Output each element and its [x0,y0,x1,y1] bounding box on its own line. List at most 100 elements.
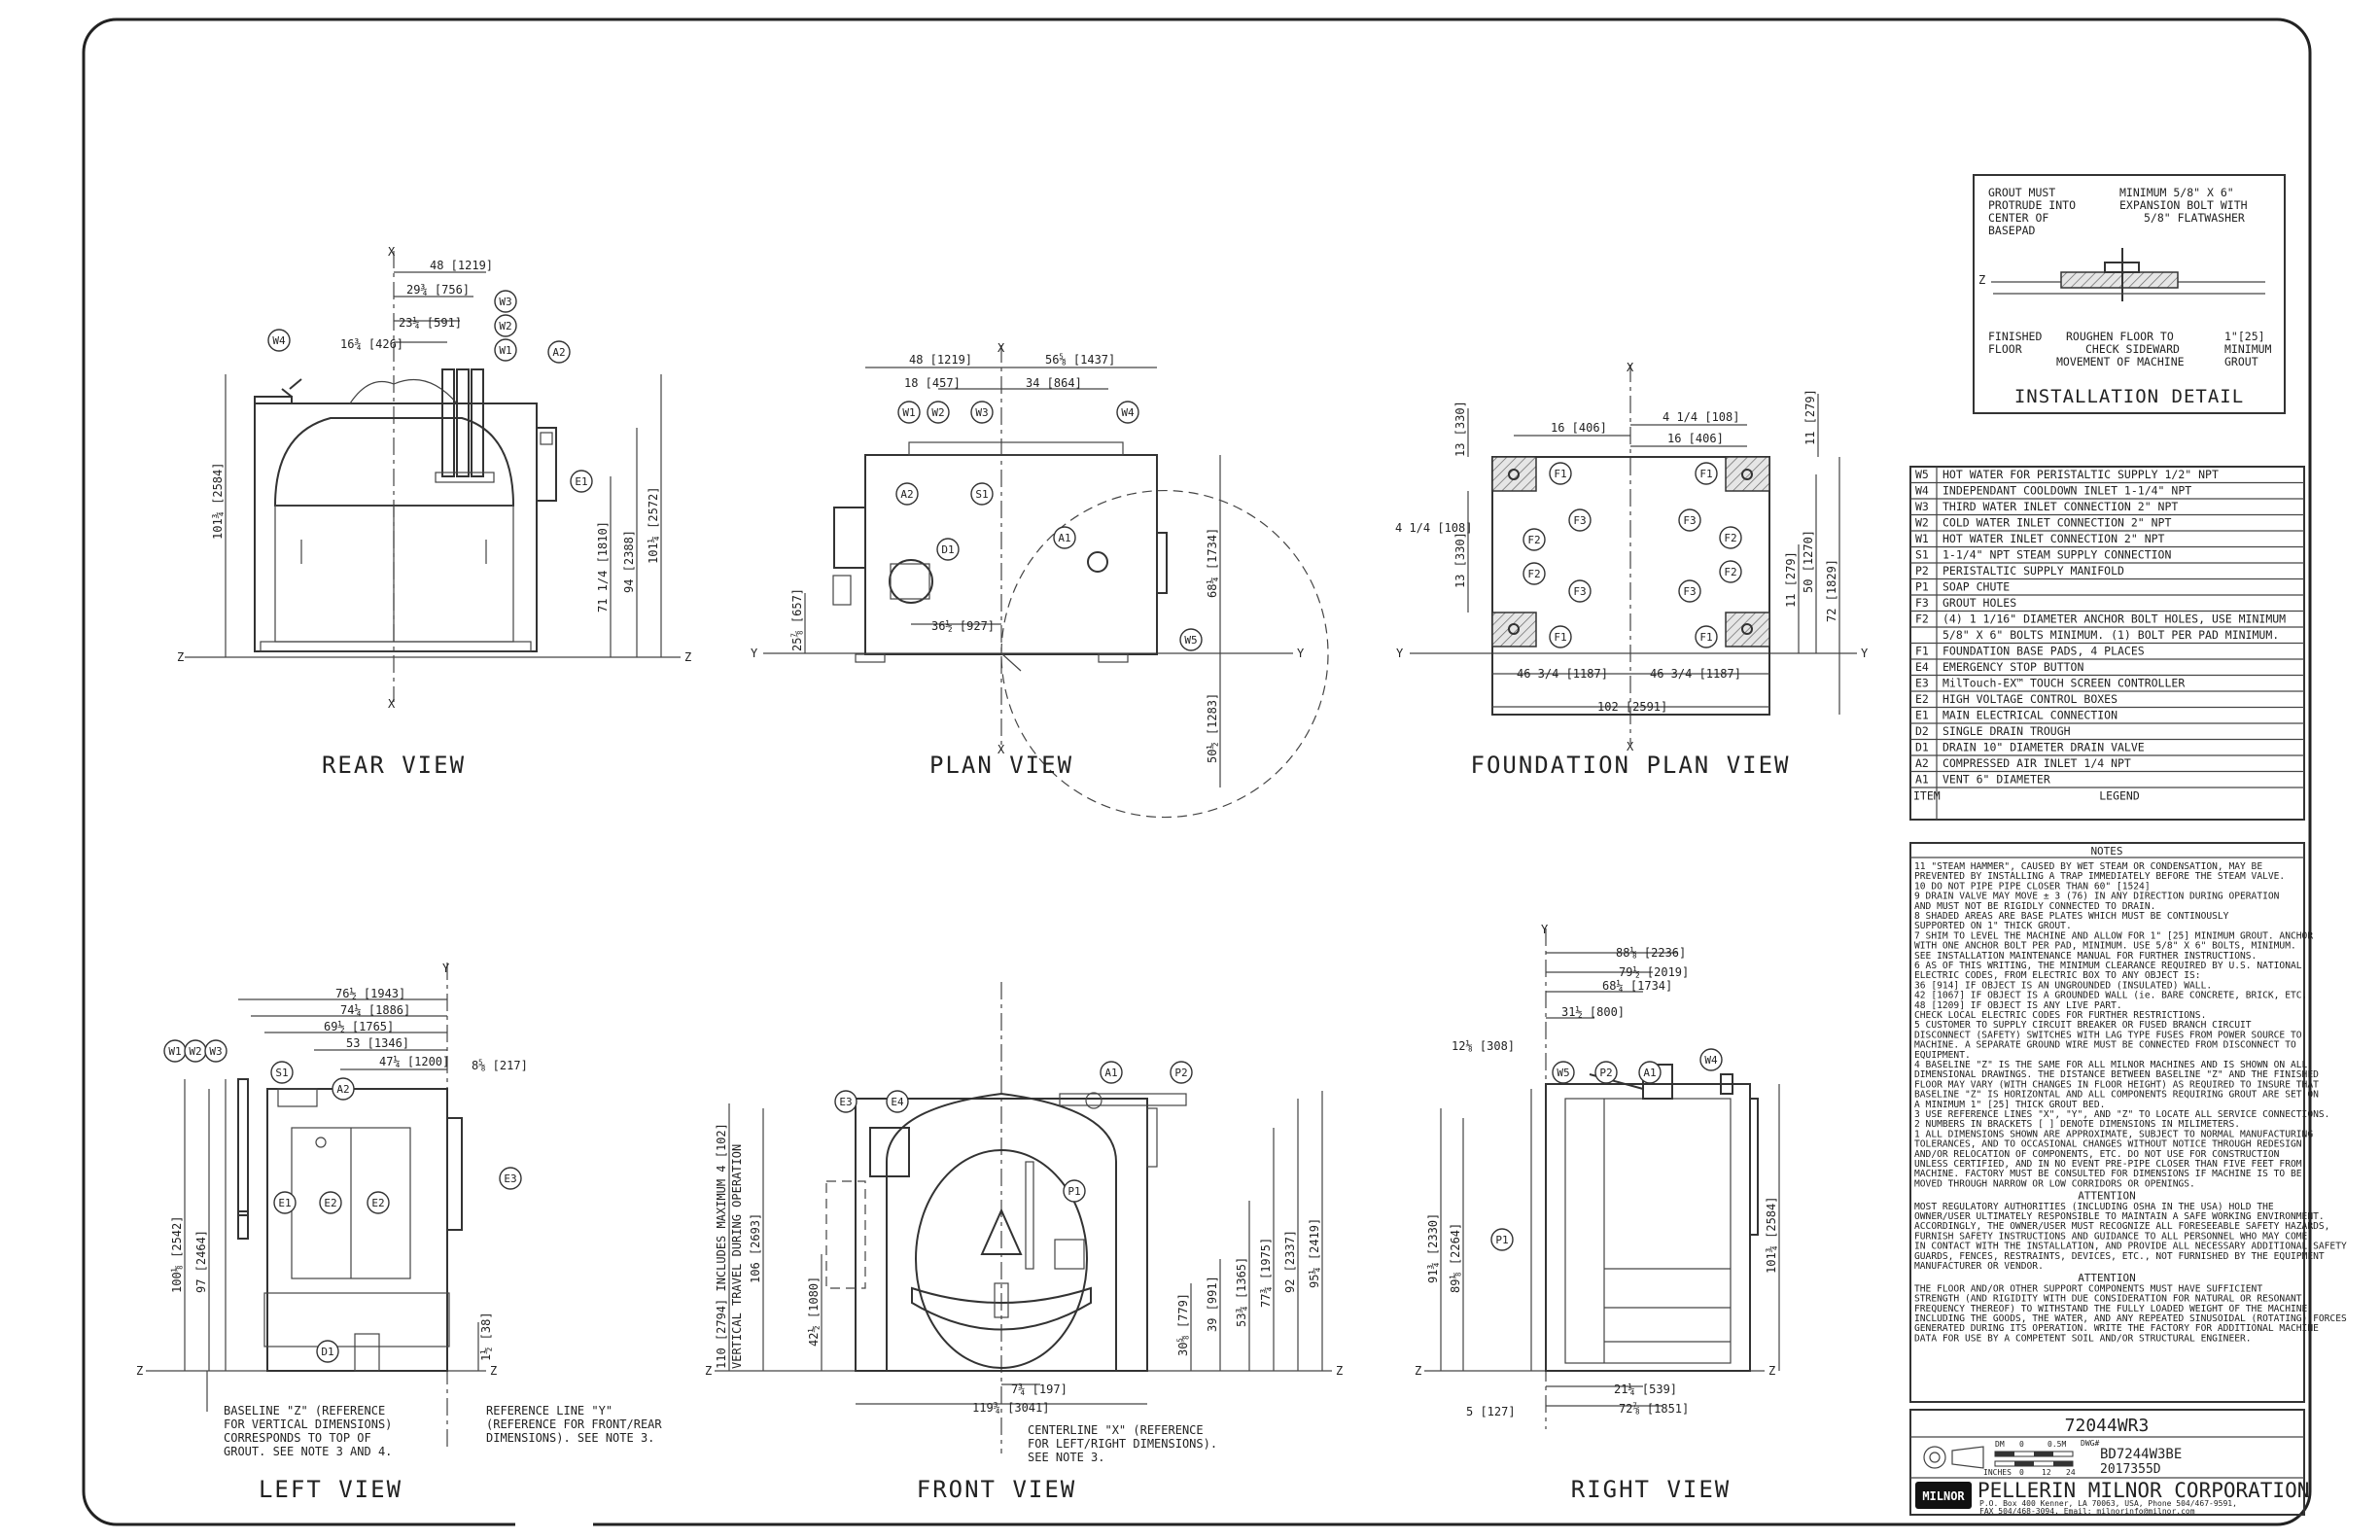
note-line: 7 SHIM TO LEVEL THE MACHINE AND ALLOW FO… [1914,930,2313,941]
svg-text:MILNOR: MILNOR [1922,1489,1965,1503]
svg-text:11 [279]: 11 [279] [1803,389,1817,445]
note-line: CHECK LOCAL ELECTRIC CODES FOR FURTHER R… [1914,1010,2206,1021]
legend-item-description: MAIN ELECTRICAL CONNECTION [1942,709,2118,722]
dim-label: 94 [2388] [622,530,636,593]
note-line: 1 ALL DIMENSIONS SHOWN ARE APPROXIMATE, … [1914,1129,2313,1139]
attention-title: ATTENTION [2078,1272,2136,1284]
svg-text:50 [1270]: 50 [1270] [1802,530,1815,593]
left-view: Y Z Z 76½ [1943] 74¼ [1886] 69½ [1765] 5… [136,962,662,1503]
svg-text:46 3/4 [1187]: 46 3/4 [1187] [1650,667,1741,681]
svg-text:11 [279]: 11 [279] [1784,551,1798,608]
svg-text:25⅞ [657]: 25⅞ [657] [790,588,804,651]
svg-text:12⅛ [308]: 12⅛ [308] [1452,1039,1515,1053]
svg-text:74¼ [1886]: 74¼ [1886] [340,1003,410,1017]
svg-text:W3: W3 [975,406,988,419]
svg-text:8⅝ [217]: 8⅝ [217] [472,1059,528,1072]
svg-text:5/8" FLATWASHER: 5/8" FLATWASHER [2144,211,2245,225]
svg-text:95¼ [2419]: 95¼ [2419] [1308,1218,1321,1288]
legend-item-code: F3 [1915,596,1929,610]
left-view-title: LEFT VIEW [259,1476,402,1503]
bubble-p2: P2 [1594,1061,1618,1084]
svg-text:101¾ [2584]: 101¾ [2584] [1765,1197,1778,1274]
svg-text:F2: F2 [1724,532,1736,544]
notes-title: NOTES [2090,845,2122,858]
svg-text:D1: D1 [941,543,954,556]
attention-line: GUARDS, FENCES, RESTRAINTS, DEVICES, ETC… [1914,1251,2325,1262]
legend-item-code: S1 [1915,548,1929,562]
svg-text:X: X [998,341,1005,355]
svg-text:72 [1829]: 72 [1829] [1825,559,1838,622]
right-machine-outline [1545,1083,1751,1372]
bubble-f2: F2 [1522,562,1546,585]
bubble-p2: P2 [1170,1061,1193,1084]
svg-text:36½ [927]: 36½ [927] [931,619,995,633]
svg-text:Z: Z [1336,1364,1343,1378]
svg-text:5 [127]: 5 [127] [1466,1405,1516,1418]
svg-text:89⅛ [2264]: 89⅛ [2264] [1449,1223,1462,1293]
svg-text:Y: Y [1297,647,1305,660]
svg-text:F2: F2 [1527,534,1540,546]
svg-text:EXPANSION BOLT WITH: EXPANSION BOLT WITH [2119,198,2248,212]
svg-text:Z: Z [705,1364,712,1378]
svg-text:16 [406]: 16 [406] [1667,432,1724,445]
sheet-border [82,18,2312,1526]
svg-text:76½ [1943]: 76½ [1943] [335,987,405,1000]
svg-text:DIMENSIONS). SEE NOTE 3.: DIMENSIONS). SEE NOTE 3. [486,1431,654,1445]
note-line: 10 DO NOT PIPE PIPE CLOSER THAN 60" [152… [1914,881,2151,892]
note-line: MACHINE. A SEPARATE GROUND WIRE MUST BE … [1914,1040,2296,1051]
note-line: 9 DRAIN VALVE MAY MOVE ± 3 (76) IN ANY D… [1914,892,2280,902]
svg-text:47¼ [1200]: 47¼ [1200] [379,1055,449,1068]
svg-text:P2: P2 [1174,1067,1187,1079]
svg-text:F3: F3 [1683,585,1696,598]
svg-text:F1: F1 [1699,468,1712,480]
svg-text:92 [2337]: 92 [2337] [1283,1230,1297,1293]
bubble-f3: F3 [1678,579,1701,603]
svg-text:91¾ [2330]: 91¾ [2330] [1426,1213,1440,1283]
bubble-w1: W1 [897,401,921,424]
svg-text:Y: Y [751,647,758,660]
dim-label: 48 [1219] [430,259,493,272]
base-pad [1725,456,1770,492]
left-machine-outline [266,1088,448,1372]
svg-text:W3: W3 [499,296,511,308]
svg-text:F2: F2 [1724,566,1736,578]
legend-item-description: COLD WATER INLET CONNECTION 2" NPT [1942,516,2171,530]
axis-x-label: X [388,245,396,259]
bubble-e1: E1 [273,1191,297,1214]
svg-text:D1: D1 [321,1346,333,1358]
bubble-f3: F3 [1568,508,1592,532]
svg-text:ROUGHEN FLOOR TO: ROUGHEN FLOOR TO [2066,330,2174,343]
attention-line: IN CONTACT WITH THE INSTALLATION, AND PR… [1914,1242,2347,1252]
note-line: 4 BASELINE "Z" IS THE SAME FOR ALL MILNO… [1914,1060,2308,1070]
svg-text:A2: A2 [336,1083,349,1096]
bubble-w4: W4 [267,329,291,352]
svg-text:0.5M: 0.5M [2048,1440,2066,1449]
note-line: 11 "STEAM HAMMER", CAUSED BY WET STEAM O… [1914,861,2262,872]
legend-item-description: (4) 1 1/16" DIAMETER ANCHOR BOLT HOLES, … [1942,612,2286,626]
svg-text:FLOOR: FLOOR [1988,342,2022,356]
svg-text:FAX 504/468-3094, Email: milno: FAX 504/468-3094, Email: milnorinfo@miln… [1979,1507,2195,1516]
note-line: PREVENTED BY INSTALLING A TRAP IMMEDIATE… [1914,871,2285,882]
svg-text:F3: F3 [1573,514,1586,527]
svg-text:12: 12 [2042,1468,2051,1477]
legend-item-code: D2 [1915,724,1929,738]
attention-title: ATTENTION [2078,1190,2136,1203]
svg-text:0: 0 [2019,1440,2024,1449]
svg-text:GROUT MUST: GROUT MUST [1988,186,2055,199]
legend-header: LEGEND [2099,789,2140,803]
svg-text:X: X [1627,740,1634,753]
right-view: Y Z Z 88⅛ [2236] 79½ [2019] 68¼ [1734] 3… [1415,923,1780,1503]
svg-text:INCHES: INCHES [1983,1468,2012,1477]
bubble-w1: W1 [163,1039,187,1063]
svg-text:21¼ [539]: 21¼ [539] [1614,1382,1677,1396]
base-pad [1491,456,1537,492]
legend-item-code: W1 [1915,532,1929,545]
note-line: 2 NUMBERS IN BRACKETS [ ] DENOTE DIMENSI… [1914,1119,2240,1130]
note-line: A MINIMUM 1" [25] THICK GROUT BED. [1914,1100,2105,1110]
svg-text:A1: A1 [1058,532,1070,544]
svg-text:Y: Y [442,962,450,975]
svg-text:18 [457]: 18 [457] [904,376,961,390]
svg-text:CORRESPONDS TO TOP OF: CORRESPONDS TO TOP OF [224,1431,371,1445]
svg-text:4 1/4 [108]: 4 1/4 [108] [1662,410,1739,424]
